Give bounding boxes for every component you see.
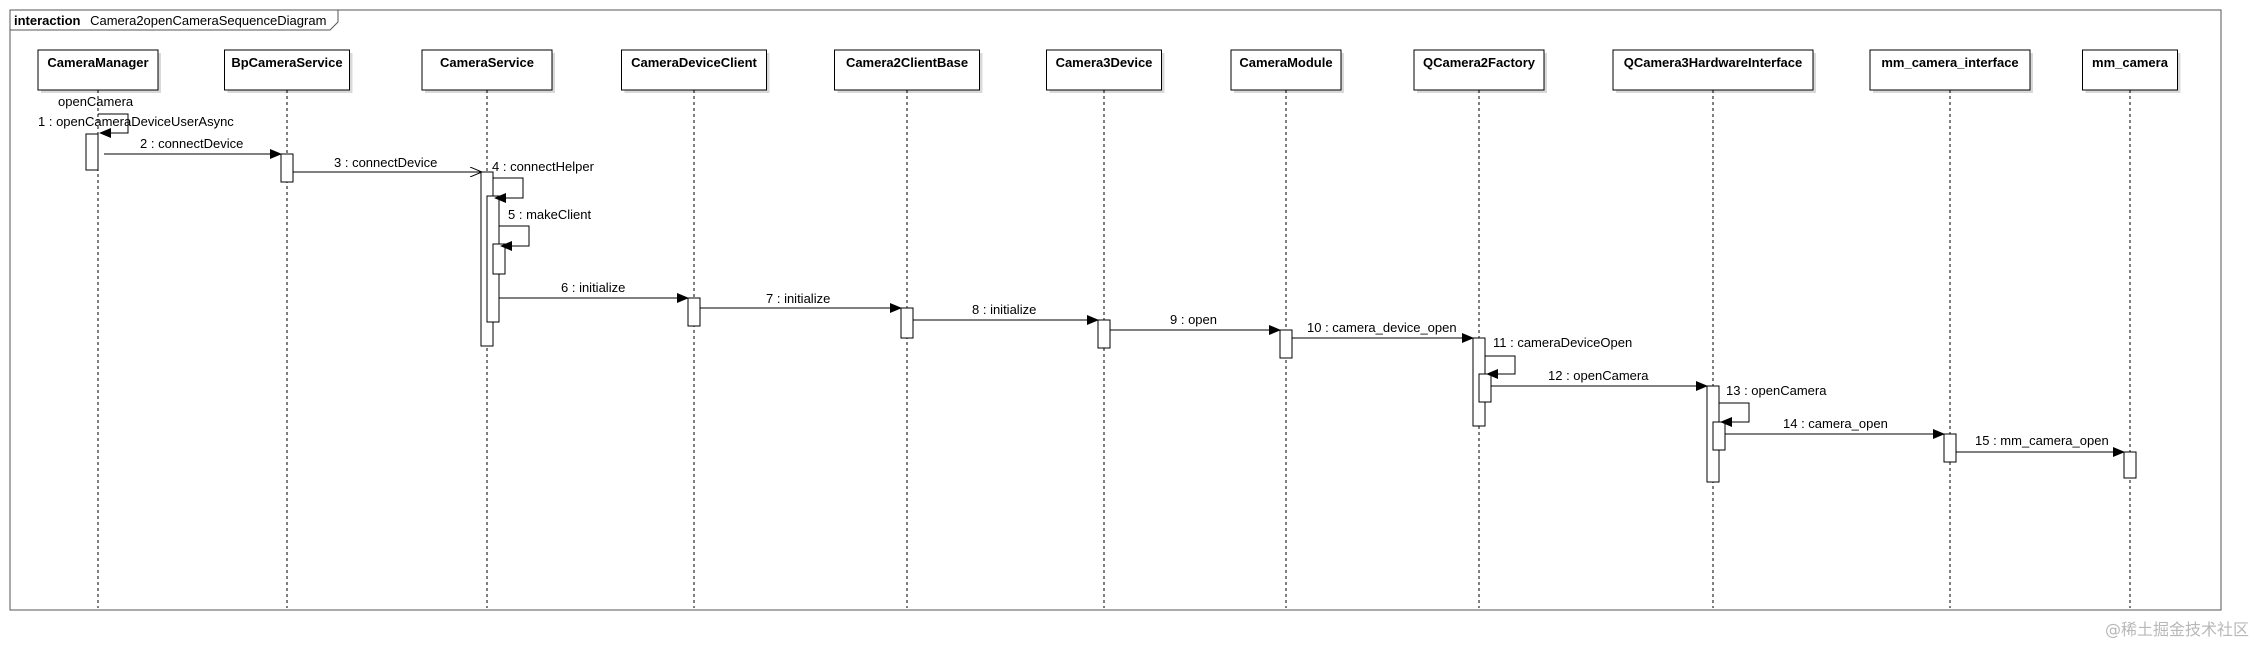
- lifeline-label: CameraDeviceClient: [631, 55, 757, 70]
- message: 9 : open: [1110, 312, 1281, 335]
- lifeline-label: Camera3Device: [1056, 55, 1153, 70]
- lifeline: mm_camera: [2082, 49, 2181, 608]
- lifeline-box: [37, 49, 159, 91]
- svg-text:interaction Camera2openC: interaction Camera2openCameraSequenceDia…: [14, 13, 326, 28]
- lifeline: QCamera3HardwareInterface: [1612, 49, 1816, 608]
- self-message-arrow: [493, 177, 524, 203]
- lifeline: CameraModule: [1230, 49, 1344, 608]
- message-label: 9 : open: [1170, 312, 1217, 327]
- message: openCamera: [58, 94, 134, 138]
- lifeline: CameraDeviceClient: [621, 49, 770, 608]
- self-message-arrow: [1719, 402, 1750, 427]
- lifeline-box: [1869, 49, 2031, 91]
- interaction-frame: interaction Camera2openCameraSequenceDia…: [9, 9, 2222, 611]
- lifeline: mm_camera_interface: [1869, 49, 2033, 608]
- message: 5 : makeClient: [499, 207, 591, 251]
- lifeline-box: [621, 49, 767, 91]
- message-label: 5 : makeClient: [508, 207, 591, 222]
- message-label: 13 : openCamera: [1726, 383, 1827, 398]
- message-label: 11 : cameraDeviceOpen: [1493, 335, 1632, 350]
- lifeline-label: CameraService: [440, 55, 534, 70]
- lifeline-box: [1046, 49, 1162, 91]
- messages: openCamera 1 : openCameraDeviceUserAsync 2…: [38, 94, 2125, 457]
- activation-bar: [1097, 319, 1111, 349]
- frame-name: Camera2openCameraSequenceDiagram: [90, 13, 326, 28]
- lifelines: CameraManager BpCameraService CameraServic…: [37, 49, 2181, 608]
- message: 13 : openCamera: [1719, 383, 1827, 427]
- self-message-arrow: [499, 225, 530, 251]
- lifeline-box: [224, 49, 350, 91]
- lifeline: QCamera2Factory: [1413, 49, 1547, 608]
- self-message-arrow: [98, 113, 129, 138]
- activation-bar: [492, 243, 506, 275]
- message-label: 7 : initialize: [766, 291, 830, 306]
- message: 8 : initialize: [913, 302, 1099, 325]
- activation-bar: [85, 133, 99, 171]
- lifeline-box: [1612, 49, 1814, 91]
- message: 14 : camera_open: [1725, 416, 1945, 439]
- lifeline-label: QCamera3HardwareInterface: [1624, 55, 1802, 70]
- lifeline-label: mm_camera_interface: [1881, 55, 2018, 70]
- message-label: 1 : openCameraDeviceUserAsync: [38, 114, 234, 129]
- lifeline: BpCameraService: [224, 49, 353, 608]
- activation-bar: [2123, 451, 2137, 479]
- message: 1 : openCameraDeviceUserAsync: [38, 114, 234, 129]
- lifeline-box: [1413, 49, 1545, 91]
- message: 2 : connectDevice: [104, 136, 282, 159]
- lifeline-label: Camera2ClientBase: [846, 55, 968, 70]
- lifeline-label: mm_camera: [2092, 55, 2169, 70]
- lifeline-label: CameraModule: [1239, 55, 1332, 70]
- frame-keyword: interaction: [14, 13, 81, 28]
- message: 3 : connectDevice: [293, 155, 481, 172]
- lifeline-box: [1230, 49, 1342, 91]
- message-label: openCamera: [58, 94, 134, 109]
- lifeline-label: CameraManager: [47, 55, 148, 70]
- lifeline: CameraService: [421, 49, 555, 608]
- activation-bar: [1943, 433, 1957, 463]
- lifeline-label: QCamera2Factory: [1423, 55, 1536, 70]
- message: 12 : openCamera: [1491, 368, 1708, 391]
- activation-bar: [900, 307, 914, 339]
- lifeline: CameraManager: [37, 49, 161, 608]
- activation-bar: [1712, 421, 1726, 451]
- message-label: 2 : connectDevice: [140, 136, 243, 151]
- lifeline: Camera3Device: [1046, 49, 1165, 608]
- message-label: 12 : openCamera: [1548, 368, 1649, 383]
- message-label: 10 : camera_device_open: [1307, 320, 1457, 335]
- message-label: 14 : camera_open: [1783, 416, 1888, 431]
- message-label: 3 : connectDevice: [334, 155, 437, 170]
- lifeline-box: [421, 49, 553, 91]
- message: 11 : cameraDeviceOpen: [1485, 335, 1632, 379]
- watermark: @稀土掘金技术社区: [2104, 620, 2249, 639]
- lifeline: Camera2ClientBase: [834, 49, 983, 608]
- message-label: 6 : initialize: [561, 280, 625, 295]
- activation-bars: [85, 133, 2137, 483]
- message-label: 15 : mm_camera_open: [1975, 433, 2109, 448]
- activation-bar: [1279, 329, 1293, 359]
- activation-bar: [687, 297, 701, 327]
- message: 6 : initialize: [499, 280, 689, 303]
- message: 15 : mm_camera_open: [1956, 433, 2125, 457]
- activation-bar: [1478, 373, 1492, 403]
- lifeline-box: [2082, 49, 2178, 91]
- lifeline-label: BpCameraService: [231, 55, 342, 70]
- message: 4 : connectHelper: [492, 159, 595, 203]
- self-message-arrow: [1485, 355, 1516, 379]
- message-label: 4 : connectHelper: [492, 159, 595, 174]
- message: 7 : initialize: [700, 291, 902, 313]
- message: 10 : camera_device_open: [1292, 320, 1474, 343]
- activation-bar: [280, 153, 294, 183]
- message-label: 8 : initialize: [972, 302, 1036, 317]
